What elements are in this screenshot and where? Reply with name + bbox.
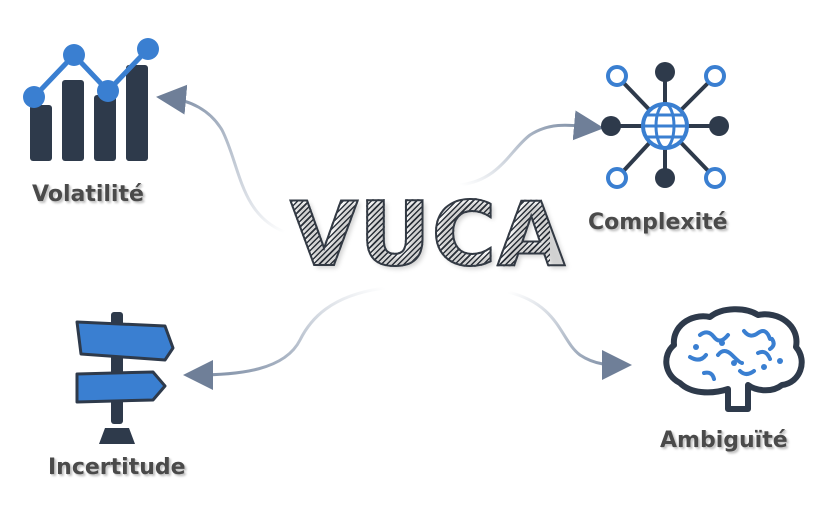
- label-volatilite: Volatilité: [32, 182, 144, 207]
- arrow-to-ambiguite: [507, 290, 632, 380]
- label-incertitude: Incertitude: [48, 455, 186, 480]
- arrow-to-incertitude: [183, 286, 386, 390]
- signpost-icon: [75, 312, 175, 444]
- vuca-title: VUCA: [289, 183, 567, 286]
- brain-icon: [663, 306, 805, 412]
- network-globe-icon: [601, 62, 729, 189]
- arrow-to-volatilite: [156, 84, 286, 234]
- bar-line-chart-icon: [23, 38, 159, 161]
- arrow-to-complexite: [459, 110, 604, 187]
- label-complexite: Complexité: [588, 210, 728, 235]
- label-ambiguite: Ambiguïté: [660, 428, 788, 453]
